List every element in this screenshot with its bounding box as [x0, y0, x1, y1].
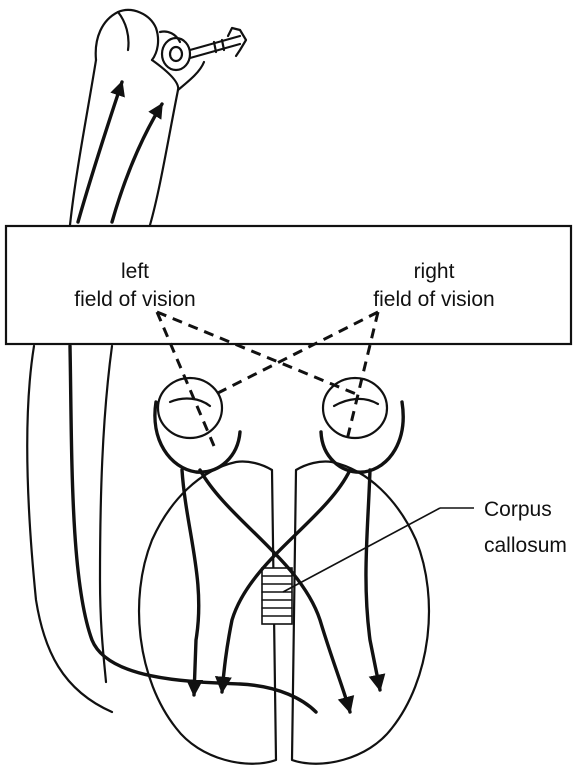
left-field-label-line1: left: [121, 260, 149, 283]
corpus-callosum-label-line2: callosum: [484, 534, 567, 557]
right-eye-icon: [321, 378, 403, 472]
right-field-label-line1: right: [414, 260, 455, 283]
corpus-callosum: [262, 568, 292, 624]
right-field-label-line2: field of vision: [373, 288, 494, 311]
left-eye-icon: [155, 378, 240, 472]
corpus-callosum-leader-line: [283, 508, 440, 592]
hand-icon: [96, 10, 204, 90]
forearm-outline: [70, 60, 178, 225]
left-field-label-line2: field of vision: [74, 288, 195, 311]
corpus-callosum-label-line1: Corpus: [484, 498, 552, 521]
motor-arrows: [78, 82, 162, 222]
viewing-screen: [6, 226, 571, 344]
